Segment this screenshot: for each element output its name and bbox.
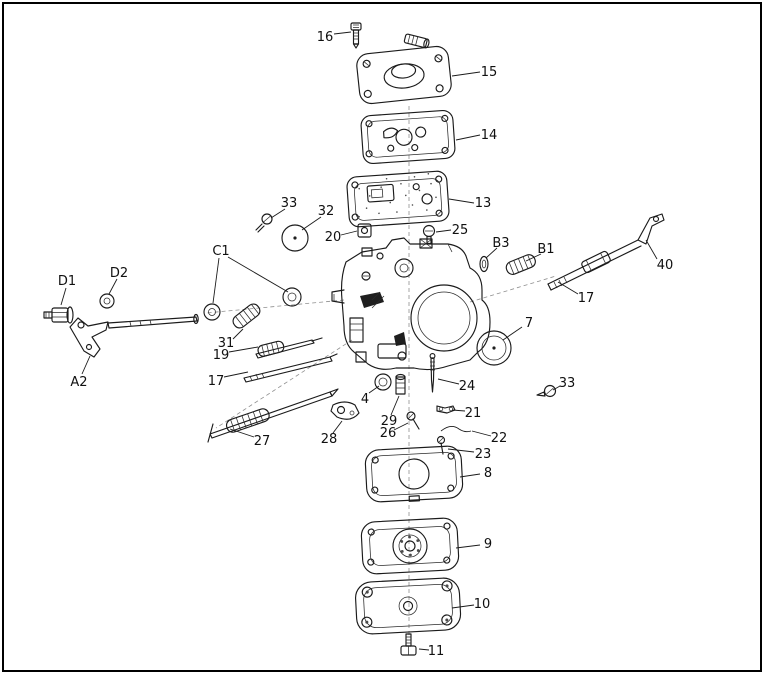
part-label-33-left: 33 xyxy=(281,196,298,211)
part-label-b3: B3 xyxy=(492,236,509,251)
part-pump-cover-15 xyxy=(356,33,452,105)
part-label-17-left: 17 xyxy=(208,374,225,389)
part-disc-7 xyxy=(476,330,512,366)
part-label-29: 29 xyxy=(381,414,398,429)
part-label-24: 24 xyxy=(459,379,476,394)
speckle-texture xyxy=(358,173,437,218)
part-screw-26 xyxy=(406,411,420,430)
part-label-26: 26 xyxy=(380,426,397,441)
part-screw-23 xyxy=(436,435,446,455)
part-label-28: 28 xyxy=(321,432,338,447)
part-label-a2: A2 xyxy=(70,375,87,390)
part-gasket-8 xyxy=(364,445,464,503)
part-label-25: 25 xyxy=(452,223,469,238)
part-washers-c1 xyxy=(203,287,302,321)
part-label-13: 13 xyxy=(475,196,492,211)
part-labels: 16 15 14 13 25 20 32 33 B3 B1 40 17 C1 D… xyxy=(58,30,673,659)
part-spring-b1 xyxy=(505,254,536,275)
part-label-19: 19 xyxy=(213,348,230,363)
part-disc-32 xyxy=(281,224,309,252)
part-label-27: 27 xyxy=(254,434,271,449)
part-lever-21 xyxy=(436,405,456,414)
part-fitting-d1 xyxy=(43,306,74,324)
part-label-7: 7 xyxy=(525,316,533,331)
part-diaphragm-9 xyxy=(360,517,460,575)
part-choke-shaft-27 xyxy=(207,388,339,443)
part-washer-b3 xyxy=(479,255,489,273)
part-label-8: 8 xyxy=(484,466,492,481)
part-pin-22 xyxy=(440,426,472,433)
part-label-32: 32 xyxy=(318,204,335,219)
part-shaft-17-left xyxy=(243,353,338,383)
part-label-33-right: 33 xyxy=(559,376,576,391)
part-label-31: 31 xyxy=(218,336,235,351)
part-spring-31 xyxy=(232,303,261,329)
part-throttle-shaft-40 xyxy=(547,213,665,291)
part-label-17-right: 17 xyxy=(578,291,595,306)
part-main-body xyxy=(331,237,491,371)
part-pump-gasket-14 xyxy=(360,109,456,165)
part-label-d1: D1 xyxy=(58,274,76,289)
part-label-40: 40 xyxy=(657,258,674,273)
part-screw-11 xyxy=(400,633,417,656)
part-label-c1: C1 xyxy=(212,244,229,259)
part-diaphragm-plate-13 xyxy=(346,170,450,228)
inlet-fitting xyxy=(403,33,430,49)
part-cover-10 xyxy=(355,577,462,635)
part-ring-4 xyxy=(374,373,392,391)
part-label-20: 20 xyxy=(325,230,342,245)
part-needle-19 xyxy=(255,337,323,359)
part-label-11: 11 xyxy=(428,644,445,659)
part-screw-16 xyxy=(350,22,362,49)
part-plug-29 xyxy=(395,373,406,395)
part-screw-33-left xyxy=(255,213,273,233)
part-washer-d2 xyxy=(99,293,115,309)
part-label-d2: D2 xyxy=(110,266,128,281)
part-label-b1: B1 xyxy=(537,242,554,257)
part-label-21: 21 xyxy=(465,406,482,421)
part-screw-33-right xyxy=(536,384,557,398)
part-label-22: 22 xyxy=(491,431,508,446)
part-label-10: 10 xyxy=(474,597,491,612)
part-lever-28 xyxy=(330,401,360,420)
part-label-23: 23 xyxy=(475,447,492,462)
axis-lines xyxy=(205,106,557,636)
part-label-9: 9 xyxy=(484,537,492,552)
part-label-16: 16 xyxy=(317,30,334,45)
leader-lines xyxy=(60,31,658,651)
part-label-15: 15 xyxy=(481,65,498,80)
part-lever-a2 xyxy=(69,313,199,358)
part-needle-24 xyxy=(429,353,436,393)
part-block-20 xyxy=(357,223,372,238)
part-label-14: 14 xyxy=(481,128,498,143)
part-label-4: 4 xyxy=(361,392,369,407)
